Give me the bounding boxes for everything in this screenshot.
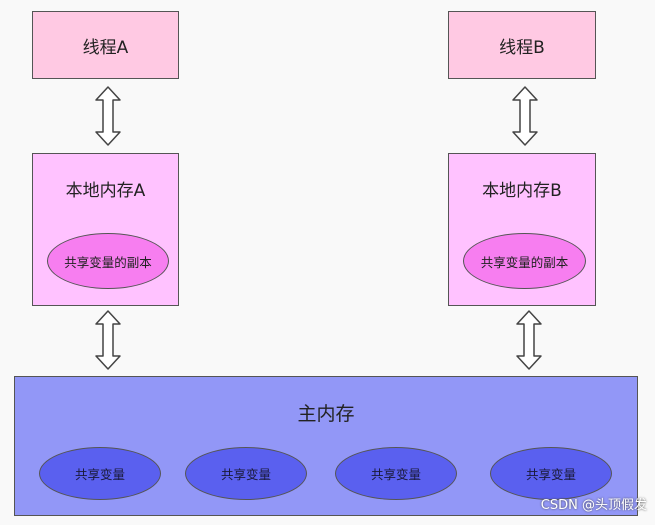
double-arrow-icon: [512, 86, 538, 146]
thread-a-label: 线程A: [82, 37, 129, 58]
thread-b-box: 线程B: [448, 11, 596, 79]
local-memory-a-box: 本地内存A 共享变量的副本: [32, 153, 179, 306]
thread-b-label: 线程B: [499, 37, 545, 58]
shared-variable-1: 共享变量: [39, 447, 161, 500]
shared-variable-copy-b-label: 共享变量的副本: [480, 254, 569, 270]
shared-variable-copy-b: 共享变量的副本: [463, 233, 586, 289]
shared-variable-2-label: 共享变量: [220, 467, 271, 482]
shared-variable-3: 共享变量: [335, 447, 457, 500]
shared-variable-2: 共享变量: [185, 447, 307, 500]
double-arrow-icon: [95, 86, 121, 146]
shared-variable-3-label: 共享变量: [370, 467, 421, 482]
shared-variable-1-label: 共享变量: [74, 467, 125, 482]
double-arrow-icon: [95, 310, 121, 370]
main-memory-label: 主内存: [297, 403, 355, 425]
shared-variable-copy-a-label: 共享变量的副本: [64, 254, 152, 270]
shared-variable-copy-a: 共享变量的副本: [47, 233, 169, 289]
watermark: CSDN @头顶假发: [540, 498, 647, 513]
local-memory-b-label: 本地内存B: [482, 181, 562, 201]
thread-a-box: 线程A: [32, 11, 179, 79]
shared-variable-4-label: 共享变量: [525, 467, 576, 482]
shared-variable-4: 共享变量: [490, 447, 612, 500]
local-memory-b-box: 本地内存B 共享变量的副本: [448, 153, 596, 306]
double-arrow-icon: [516, 310, 542, 370]
main-memory-box: 主内存 共享变量 共享变量 共享变量 共享变量: [14, 376, 638, 516]
local-memory-a-label: 本地内存A: [65, 181, 146, 201]
